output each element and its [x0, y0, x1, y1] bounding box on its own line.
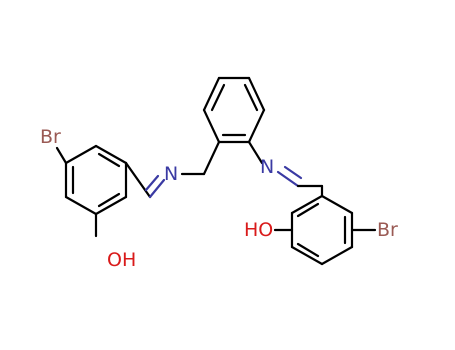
bond [247, 108, 266, 144]
bond [144, 174, 160, 192]
atom-label-hydroxyl: OH [107, 249, 136, 271]
bond [296, 242, 320, 258]
bond [210, 83, 226, 112]
bond [247, 140, 264, 165]
bond [97, 152, 121, 168]
bond [202, 140, 221, 176]
right-phenol-ring [290, 194, 354, 266]
bond [243, 83, 259, 112]
atom-label-nitrogen: N [164, 163, 178, 185]
bond [290, 245, 324, 266]
bond [290, 194, 324, 215]
bond [247, 76, 266, 112]
bond [320, 194, 354, 215]
bond [94, 144, 128, 165]
bond [124, 161, 152, 199]
atom-label-hydroxyl: HO [244, 219, 273, 241]
bond [202, 108, 221, 144]
atom-label-bromine: Br [40, 126, 61, 148]
bond [276, 170, 300, 188]
atom-label-bromine: Br [377, 219, 398, 241]
central-benzene-ring [202, 76, 266, 144]
left-phenol-ring [64, 144, 128, 216]
bond [202, 76, 221, 112]
bond [55, 146, 68, 165]
bond [296, 202, 320, 218]
bond [97, 192, 121, 208]
bond [64, 144, 98, 165]
bond [283, 165, 303, 180]
bond [148, 178, 166, 199]
bond [94, 195, 128, 216]
atom-label-nitrogen: N [260, 156, 274, 178]
bond [320, 245, 354, 266]
bond [64, 195, 98, 216]
